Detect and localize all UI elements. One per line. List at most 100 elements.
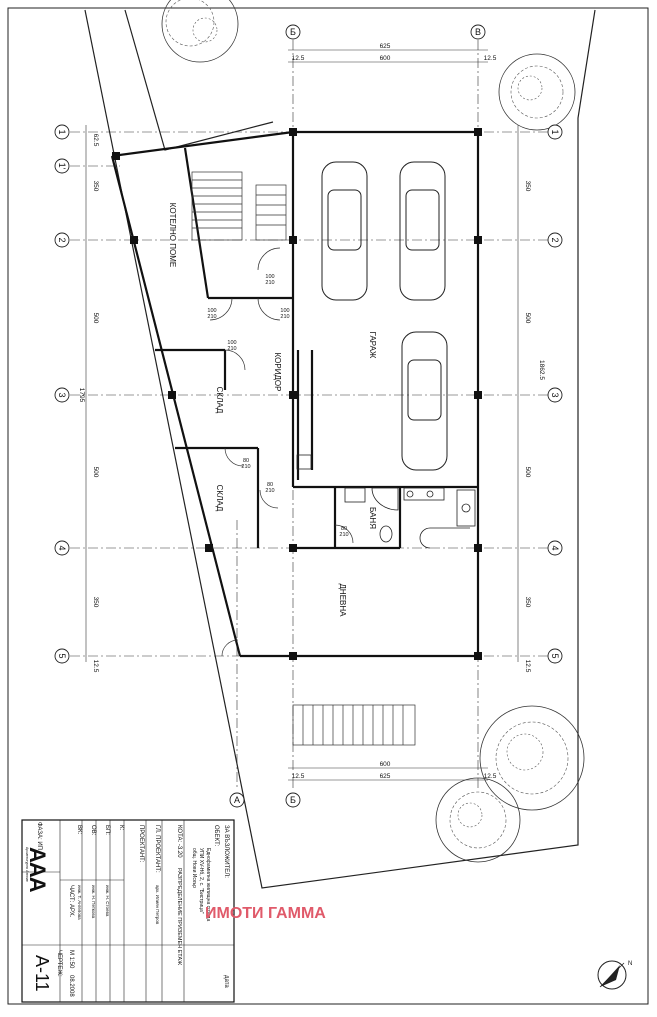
bath-fixtures [296, 454, 476, 549]
door-7-height: 210 [339, 532, 348, 538]
axis-label-row-5-left: 5 [57, 653, 67, 658]
car-1 [321, 161, 368, 301]
room-label-living: ДНЕВНА [338, 584, 347, 618]
site-boundary [84, 9, 596, 889]
dim-left-2-3: 500 [92, 313, 99, 324]
car-3 [401, 331, 448, 471]
logo-letters: AAA [25, 847, 50, 893]
dim-bottom-inner: 600 [380, 761, 391, 768]
tb-object-line2: УПИ XV-Нб, 2, с. "Бистрица" [198, 848, 204, 914]
dim-right-bottom-small: 12.5 [524, 660, 531, 673]
structural-columns [112, 128, 482, 660]
tb-scale: М 1:50 [68, 950, 74, 969]
axis-bubbles [54, 24, 563, 808]
door-5-height: 210 [241, 464, 250, 470]
tb-phase: ФАЗА: ИП [36, 822, 42, 850]
axis-label-row-1-right: 1 [550, 129, 560, 134]
axis-label-row-4-left: 4 [57, 545, 67, 550]
door-2-width: 100 [207, 308, 216, 314]
dim-bottom-edge-left: 12.5 [292, 773, 305, 780]
door-6-height: 210 [265, 488, 274, 494]
tb-designer-value: арх. Илиян Петров [155, 885, 160, 925]
tree-top-right [498, 53, 576, 131]
door-4-width: 100 [227, 340, 236, 346]
tb-date-label: дата [223, 975, 229, 988]
axis-label-row-3-right: 3 [550, 392, 560, 397]
tb-object-line3: общ. Нови Искър [191, 848, 197, 888]
tb-kota-value: РАЗПРЕДЕЛЕНИЕ ПРИЗЕМЕН ЕТАЖ [176, 868, 182, 965]
stairs-entrance [292, 704, 416, 746]
room-label-storage-2: СКЛАД [215, 485, 224, 512]
north-arrow: N [597, 960, 632, 990]
room-label-storage-1: СКЛАД [215, 387, 224, 414]
axis-label-col-a-bottom: А [234, 795, 240, 805]
tb-object-line1: Еднофамилна жилищна сграда [205, 848, 211, 921]
door-labels: 100 210 100 210 100 210 100 210 80 210 8… [207, 274, 348, 538]
car-2 [399, 161, 446, 301]
dim-left-top-small: 62.5 [92, 134, 99, 147]
dim-right-2-3: 500 [524, 313, 531, 324]
tb-role-vk-name: инж. Т. Ангелова [77, 885, 82, 920]
axis-label-col-v-top: В [475, 27, 481, 37]
tb-role-k: К: [118, 825, 124, 830]
dim-top-total: 625 [380, 43, 391, 50]
title-block-text: ЗА ВЪЗЛОЖИТЕЛ: дата ОБЕКТ: Еднофамилна ж… [32, 822, 229, 997]
dim-left-4-5: 350 [92, 597, 99, 608]
dim-right-total: 1862.5 [538, 360, 545, 380]
door-1-width: 100 [265, 274, 274, 280]
room-label-boiler: КОТЕЛНО ПОМЕ [168, 203, 177, 267]
door-3-width: 100 [280, 308, 289, 314]
dim-top-edge-right: 12.5 [484, 55, 497, 62]
tb-projectant-label: ПРОЕКТАНТ: [138, 825, 144, 863]
room-label-bath: БАНЯ [368, 507, 377, 529]
dim-right-3-4: 500 [524, 467, 531, 478]
dim-left-total: 1795 [78, 388, 85, 403]
axis-label-row-2-right: 2 [550, 237, 560, 242]
watermark: ИМОТИ ГАММА [205, 905, 326, 922]
dim-bottom-total: 625 [380, 773, 391, 780]
logo-subtitle: Архитектурно Ателие [25, 847, 29, 882]
door-swings [209, 247, 354, 657]
room-label-corridor: КОРИДОР [273, 353, 282, 392]
tb-part: ЧАСТ: АРХ. [68, 885, 74, 918]
axis-label-row-1-left: 1 [57, 129, 67, 134]
stairs-boiler [191, 171, 287, 241]
firm-logo: AAA Архитектурно Ателие [25, 847, 50, 893]
tb-kota-label: КОТА: -3.20 [176, 825, 182, 858]
door-7-width: 80 [341, 526, 347, 532]
axis-label-row-4-right: 4 [550, 545, 560, 550]
tb-designer-label: ГЛ. ПРОЕКТАНТ: [154, 825, 160, 873]
svg-text:N: N [628, 961, 632, 967]
tb-role-vk: ВК: [76, 825, 82, 834]
dim-left-1-2: 350 [92, 181, 99, 192]
dimension-labels: 625 600 12.5 12.5 600 625 12.5 12.5 350 … [78, 43, 545, 780]
tb-investor-label: ЗА ВЪЗЛОЖИТЕЛ: [223, 825, 229, 878]
dim-left-3-4: 500 [92, 467, 99, 478]
dimension-lines [85, 49, 519, 781]
tb-date: 08.2008 [68, 975, 74, 997]
door-3-height: 210 [280, 314, 289, 320]
title-block [21, 819, 235, 1003]
axis-labels: 1 1 1' 2 2 3 3 4 4 5 5 Б В Б А [57, 27, 560, 805]
tree-bottom-left [435, 777, 521, 863]
tb-sheet-number: А-11 [32, 955, 52, 992]
dim-top-inner: 600 [380, 55, 391, 62]
dim-left-bottom-small: 12.5 [92, 660, 99, 673]
tb-sheet-label: ЧЕРТЕЖ: [56, 950, 62, 977]
door-1-height: 210 [265, 280, 274, 286]
tb-role-ov: ОВ: [90, 825, 96, 836]
dim-right-4-5: 350 [524, 597, 531, 608]
door-5-width: 80 [243, 458, 249, 464]
door-4-height: 210 [227, 346, 236, 352]
tree-bottom-right [479, 705, 585, 811]
tb-role-ov-name: инж. Н. Петкова [91, 885, 96, 919]
dim-top-edge-left: 12.5 [292, 55, 305, 62]
axis-label-col-b-bottom: Б [290, 795, 296, 805]
dim-right-1-2: 350 [524, 181, 531, 192]
tb-object-label: ОБЕКТ: [213, 825, 219, 847]
axis-label-row-3-left: 3 [57, 392, 67, 397]
axis-label-row-2-left: 2 [57, 237, 67, 242]
tb-role-bp: БП: [104, 825, 110, 835]
